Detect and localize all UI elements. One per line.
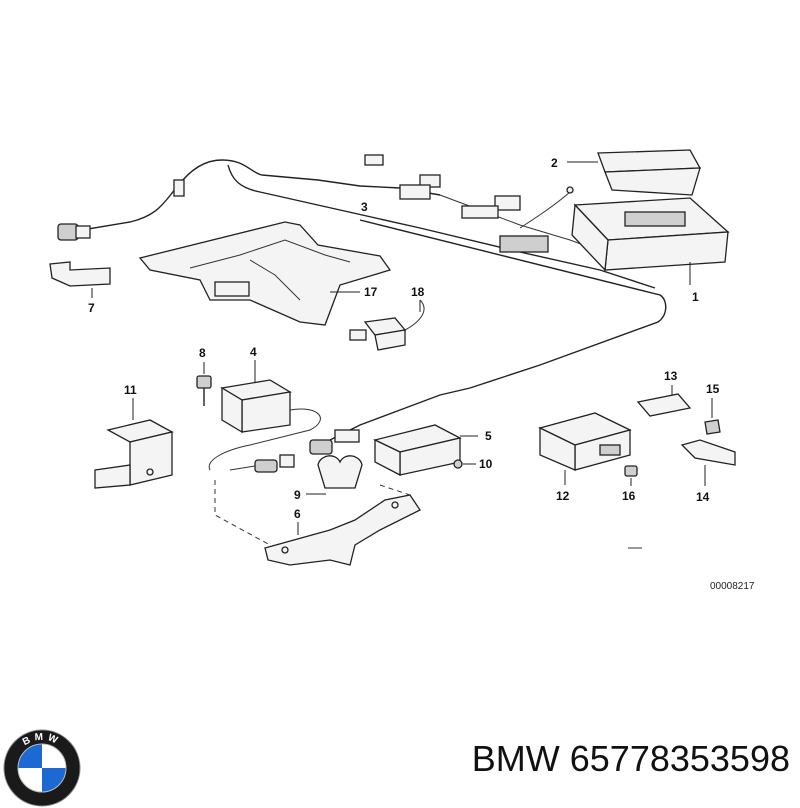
callout-11: 11 [124,383,137,397]
part-16-nut [624,465,638,486]
brand-name: BMW [471,738,560,779]
callout-10: 10 [479,457,493,471]
callout-9: 9 [294,488,301,502]
callout-12: 12 [556,489,570,503]
part-5-module [373,424,478,477]
part-14-bracket [680,439,736,486]
brand-part-number: BMW 65778353598 [410,738,790,780]
part-13-pad [636,385,692,417]
callout-16: 16 [622,489,636,503]
part-9-clip [306,455,363,495]
part-18-sensor [349,299,425,351]
diagram-reference-number: 00008217 [710,581,755,592]
part-number: 65778353598 [569,738,790,779]
part-6-plate [214,480,421,566]
part-10-screw [453,459,476,469]
callout-18: 18 [411,285,425,299]
callout-labels: 1 2 3 4 5 6 7 8 9 10 11 12 13 14 15 16 1… [88,156,755,592]
part-17-mat [138,221,392,326]
callout-6: 6 [294,507,301,521]
wiring-harness [57,154,667,441]
callout-13: 13 [664,369,678,383]
lower-connectors [229,429,360,473]
callout-4: 4 [250,345,257,359]
callout-5: 5 [485,429,492,443]
part-11-bracket [94,398,174,489]
part-15-clip [704,398,721,435]
bmw-logo-icon: BMW [3,729,81,807]
part-1-housing [571,197,730,285]
callout-3: 3 [361,200,368,214]
callout-8: 8 [199,346,206,360]
part-4-relay [208,360,321,471]
callout-17: 17 [364,285,378,299]
callout-1: 1 [692,290,699,304]
part-2-cover [567,149,702,196]
callout-2: 2 [551,156,558,170]
callout-15: 15 [706,382,720,396]
callout-7: 7 [88,301,95,315]
callout-14: 14 [696,490,710,504]
part-12-control-unit [538,412,632,485]
part-8-bolt [196,362,212,406]
part-7-bracket [49,261,111,298]
